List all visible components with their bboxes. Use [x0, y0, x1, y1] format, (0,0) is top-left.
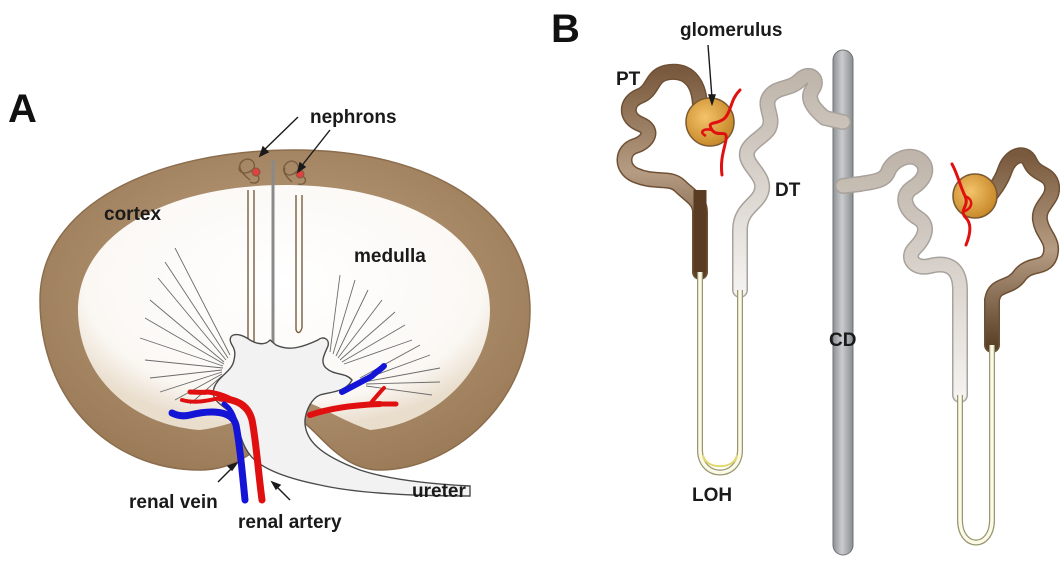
- label-nephrons: nephrons: [310, 107, 397, 128]
- label-loh: LOH: [692, 485, 732, 506]
- label-dt: DT: [775, 180, 801, 201]
- panel-a-letter: A: [8, 87, 37, 131]
- label-pt: PT: [616, 69, 641, 90]
- loop-of-henle-1: [700, 272, 740, 473]
- label-medulla: medulla: [354, 246, 426, 267]
- panel-b-letter: B: [551, 7, 580, 51]
- label-cd: CD: [829, 330, 856, 351]
- panel-a: A: [8, 87, 530, 533]
- label-glomerulus: glomerulus: [680, 20, 782, 41]
- panel-b: B: [551, 7, 1052, 555]
- label-renal-artery: renal artery: [238, 512, 342, 533]
- label-ureter: ureter: [412, 481, 466, 502]
- label-cortex: cortex: [104, 204, 161, 225]
- glomerulus-arrow: [708, 45, 715, 104]
- label-renal-vein: renal vein: [129, 492, 218, 513]
